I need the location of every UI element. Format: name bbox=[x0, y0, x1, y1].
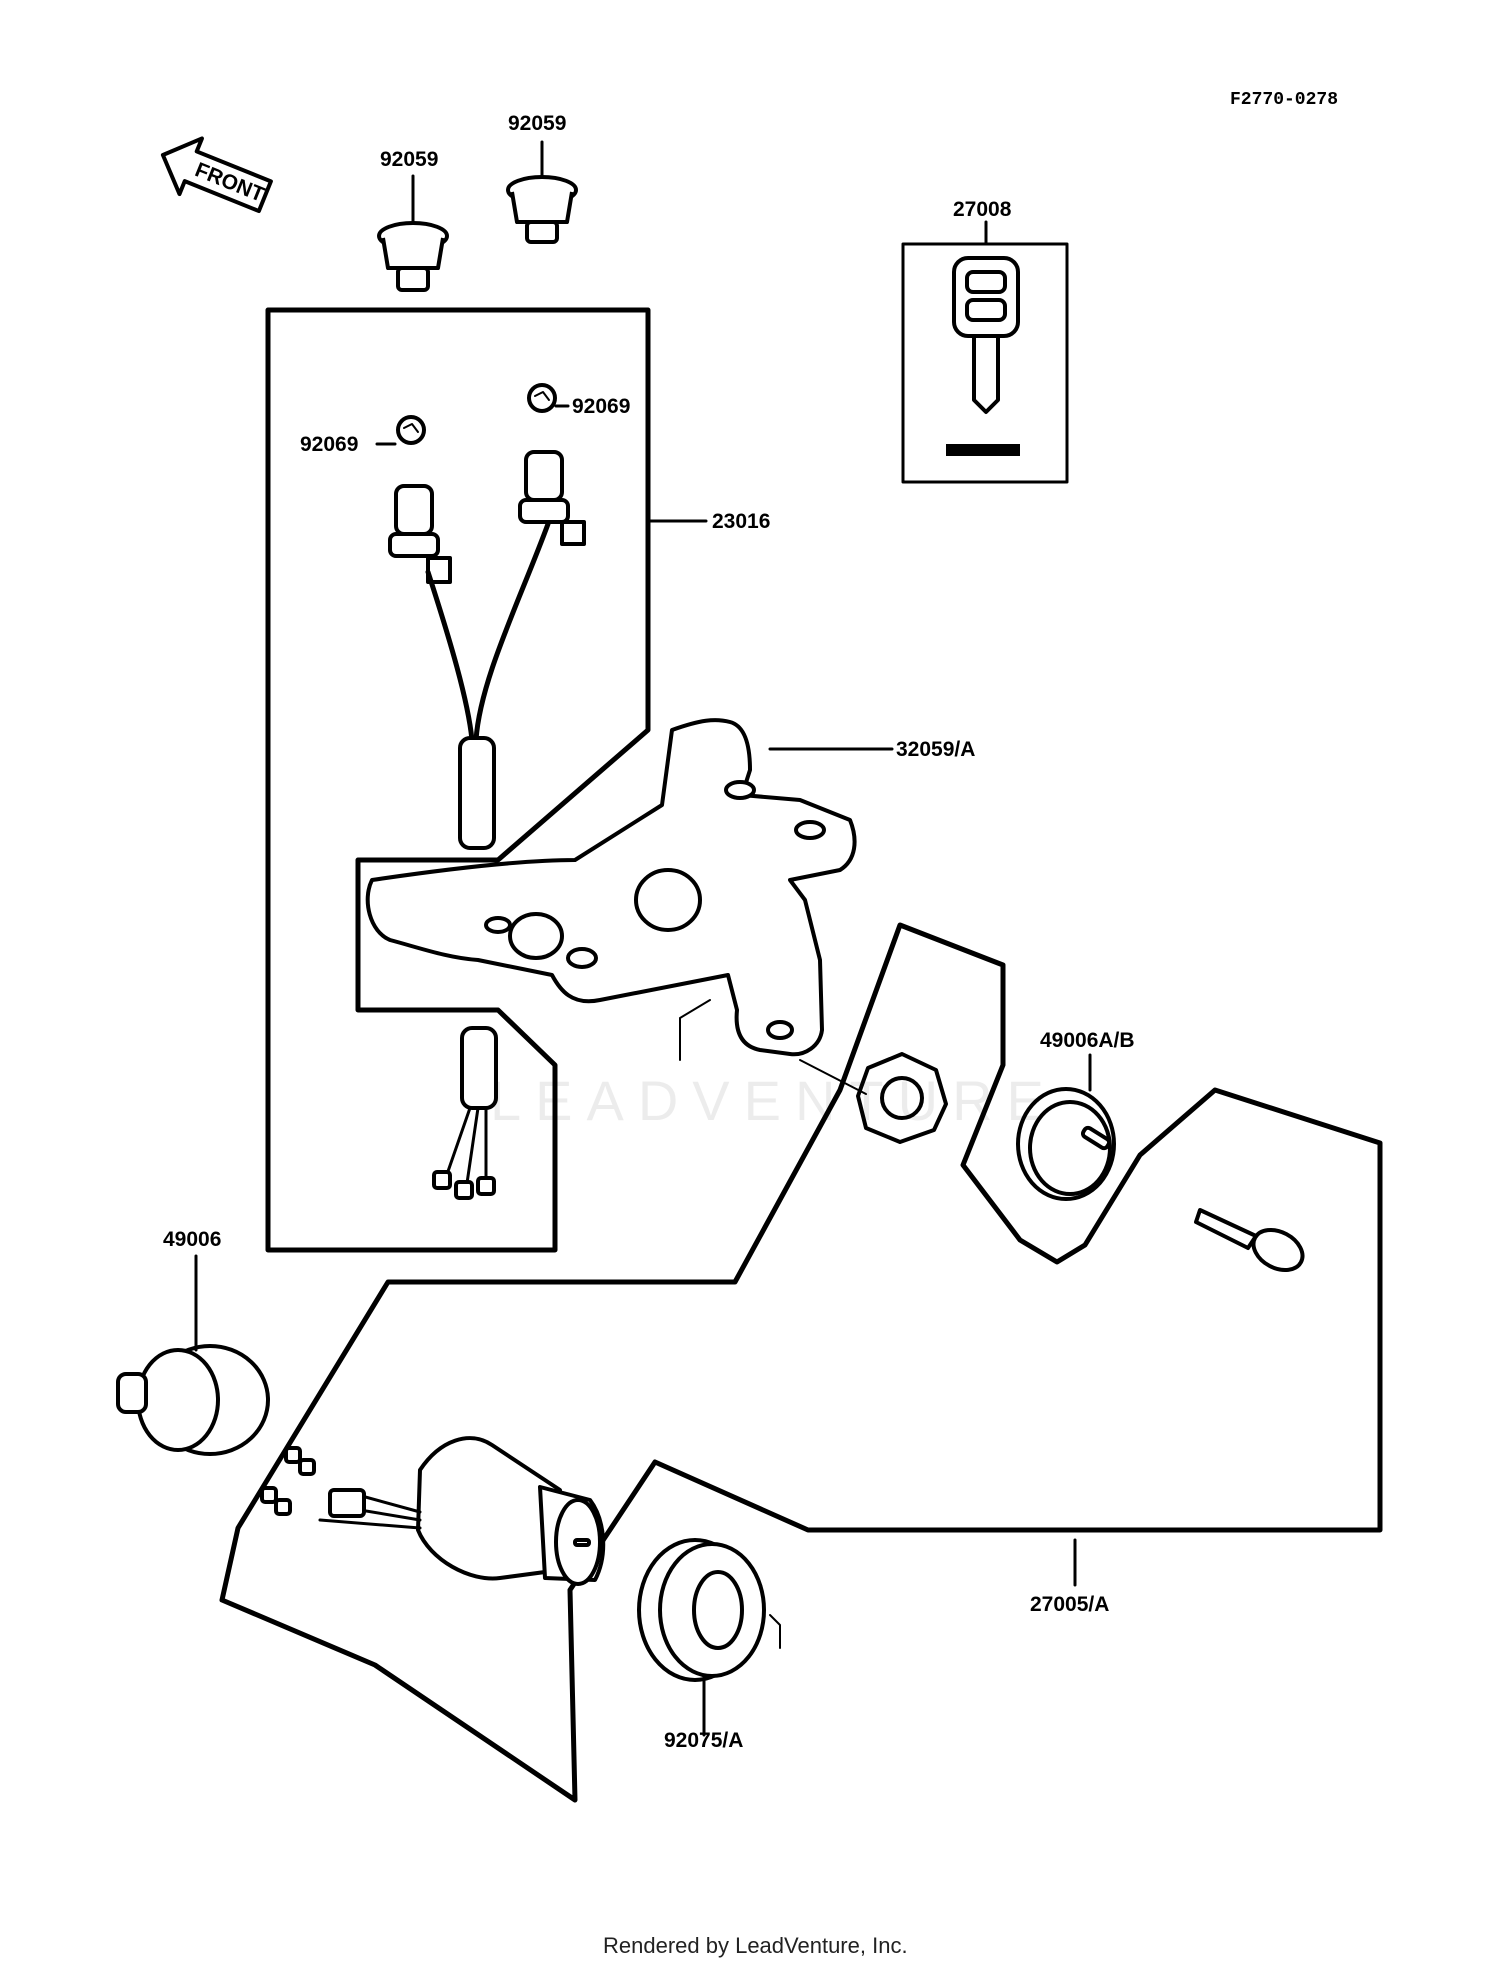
connector-icon bbox=[260, 1446, 316, 1516]
drawing-code: F2770-0278 bbox=[1230, 90, 1338, 110]
part-label: 92059 bbox=[380, 148, 438, 171]
ignition-switch-icon bbox=[416, 1436, 606, 1586]
lock-cap-icon bbox=[1016, 1087, 1116, 1201]
key-code-label bbox=[946, 444, 1020, 456]
harness-boundary bbox=[265, 307, 651, 1253]
front-arrow-icon: FRONT bbox=[160, 136, 273, 214]
ignition-cover-icon bbox=[116, 1344, 270, 1456]
bulb-icon bbox=[527, 383, 557, 413]
part-label: 32059/A bbox=[896, 738, 975, 761]
mounting-bracket bbox=[365, 718, 857, 1057]
footer-credit: Rendered by LeadVenture, Inc. bbox=[603, 1933, 908, 1958]
hex-nut-icon bbox=[856, 1052, 948, 1144]
part-label: 92069 bbox=[300, 433, 358, 456]
cap-boundary bbox=[219, 922, 1383, 1803]
part-label: 23016 bbox=[712, 510, 770, 533]
bulb-socket-icon bbox=[388, 484, 452, 584]
bulb-icon bbox=[396, 415, 426, 445]
watermark: LEADVENTURE bbox=[490, 1069, 1058, 1132]
part-label: 92069 bbox=[572, 395, 630, 418]
grommet-icon bbox=[506, 175, 578, 244]
key-icon bbox=[952, 256, 1020, 414]
part-label: 27005/A bbox=[1030, 1593, 1109, 1616]
wire-sleeve-icon bbox=[458, 736, 496, 850]
part-label: 92075/A bbox=[664, 1729, 743, 1752]
washer-icon bbox=[637, 1538, 766, 1682]
bulb-socket-icon bbox=[518, 450, 586, 546]
connector-icon bbox=[432, 1170, 496, 1200]
part-label: 92059 bbox=[508, 112, 566, 135]
key-icon bbox=[1194, 1208, 1305, 1273]
part-label: 49006 bbox=[163, 1228, 221, 1251]
part-label: 49006A/B bbox=[1040, 1029, 1135, 1052]
grommet-icon bbox=[377, 221, 449, 292]
part-label: 27008 bbox=[953, 198, 1012, 221]
